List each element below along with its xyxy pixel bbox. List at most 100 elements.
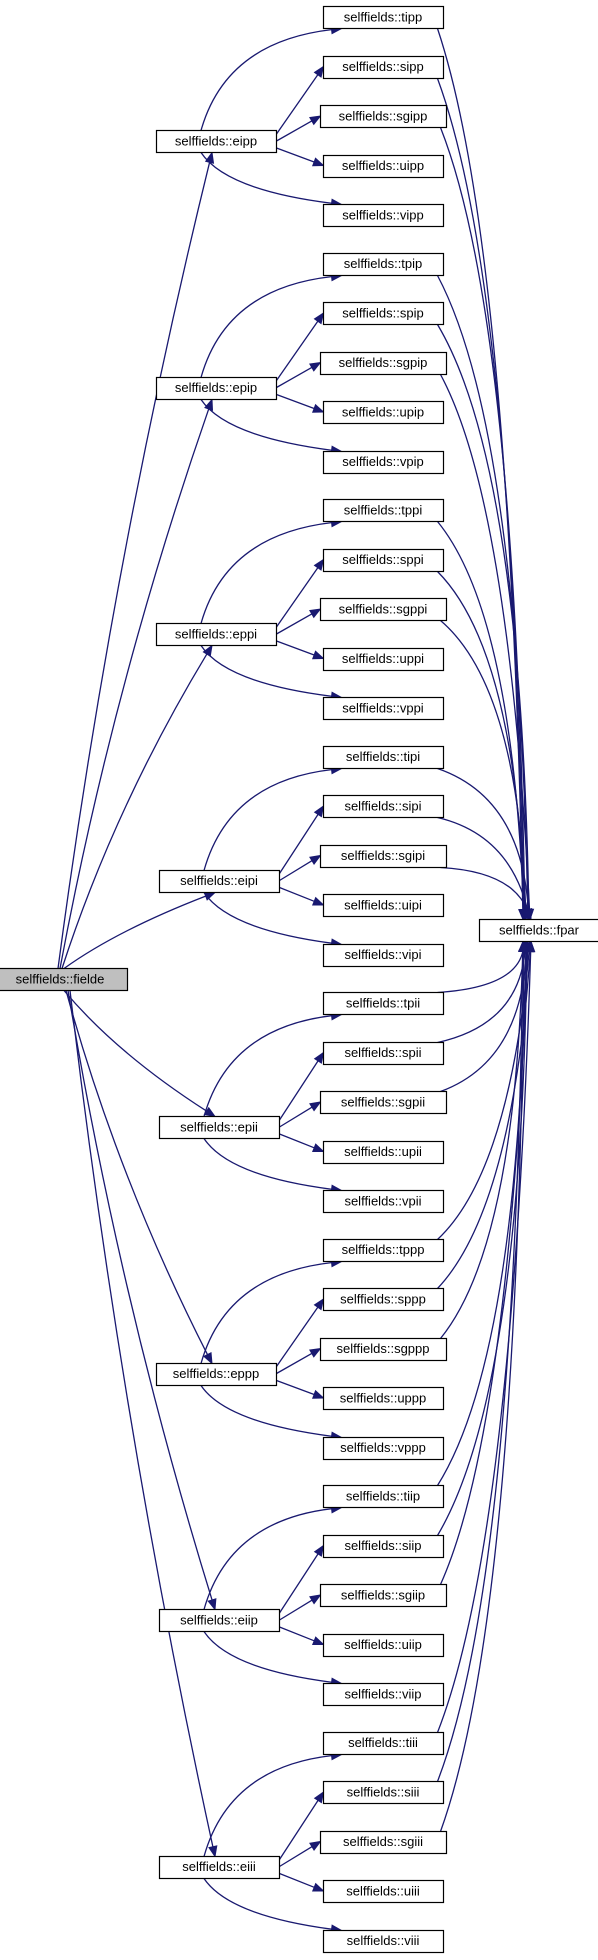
node-eiii-label: selffields::eiii [182,1859,256,1874]
edge-sppi-fpar [437,571,526,910]
node-tiip[interactable]: selffields::tiip [322,1484,445,1509]
node-viip[interactable]: selffields::viip [322,1682,445,1707]
node-epip[interactable]: selffields::epip [155,376,278,401]
node-sgppp[interactable]: selffields::sgppp [319,1337,448,1362]
node-vppi[interactable]: selffields::vppi [322,696,445,721]
edge-epii-tpii [203,1015,332,1117]
node-eiip[interactable]: selffields::eiip [158,1608,281,1633]
node-sgiip[interactable]: selffields::sgiip [319,1583,448,1608]
node-tiii-box [322,1731,445,1756]
node-uipi-box [322,893,445,918]
node-tipp-label: selffields::tipp [344,10,423,25]
edge-epii-spii-arrowhead [313,1051,325,1064]
edge-eiip-uiip-arrowhead [311,1636,325,1646]
node-vipi[interactable]: selffields::vipi [322,943,445,968]
edge-fielde-eppp [65,990,209,1355]
edge-eipp-tipp [200,29,332,131]
node-eppp-box [155,1362,278,1387]
node-tiii[interactable]: selffields::tiii [322,1731,445,1756]
node-tipi-label: selffields::tipi [346,749,420,764]
node-tpii[interactable]: selffields::tpii [322,991,445,1016]
node-vppp[interactable]: selffields::vppp [322,1436,445,1461]
node-uipp[interactable]: selffields::uipp [322,154,445,179]
node-epii[interactable]: selffields::epii [158,1115,281,1140]
node-fpar[interactable]: selffields::fpar [478,918,598,943]
edge-sgpip-fpar [439,374,531,910]
node-tppi-box [322,498,445,523]
node-sipi-box [322,794,445,819]
node-uiii[interactable]: selffields::uiii [322,1879,445,1904]
node-eiii[interactable]: selffields::eiii [158,1855,281,1880]
node-tpip[interactable]: selffields::tpip [322,252,445,277]
graph-nodes: selffields::fparselffields::fieldeselffi… [0,5,598,1954]
edge-sgiip-fpar [439,951,529,1585]
node-sgiip-label: selffields::sgiip [341,1588,425,1603]
node-uipi-label: selffields::uipi [344,898,422,913]
edge-eiii-sgiii-arrowhead [309,1840,322,1852]
node-uipi[interactable]: selffields::uipi [322,893,445,918]
edge-eiii-viii [203,1878,332,1930]
node-vpip[interactable]: selffields::vpip [322,450,445,475]
node-sipi[interactable]: selffields::sipi [322,794,445,819]
node-sgpip-label: selffields::sgpip [339,355,428,370]
node-sppi[interactable]: selffields::sppi [322,548,445,573]
node-spii[interactable]: selffields::spii [322,1041,445,1066]
node-viip-label: selffields::viip [344,1687,421,1702]
node-tipi[interactable]: selffields::tipi [322,745,445,770]
node-siii[interactable]: selffields::siii [322,1780,445,1805]
node-tppi-label: selffields::tppi [344,503,423,518]
edge-eipi-sgipi-arrowhead [309,854,322,866]
node-fielde[interactable]: selffields::fielde [0,967,129,992]
edge-eipp-sgipp-arrowhead [309,115,322,126]
node-sgipi[interactable]: selffields::sgipi [319,844,448,869]
edge-fielde-epii [63,990,207,1112]
node-vpii[interactable]: selffields::vpii [322,1189,445,1214]
node-eipp[interactable]: selffields::eipp [155,129,278,154]
node-eiii-box [158,1855,281,1880]
node-tiip-label: selffields::tiip [346,1489,420,1504]
edge-epip-spip [275,320,319,381]
edge-eppp-sgppp-arrowhead [309,1347,322,1358]
node-eipi[interactable]: selffields::eipi [158,869,281,894]
node-sppi-box [322,548,445,573]
node-sipp[interactable]: selffields::sipp [322,55,445,80]
node-sppp[interactable]: selffields::sppp [322,1287,445,1312]
node-uppi[interactable]: selffields::uppi [322,647,445,672]
node-sgpii-box [319,1090,448,1115]
node-sgpip[interactable]: selffields::sgpip [319,351,448,376]
node-eppp[interactable]: selffields::eppp [155,1362,278,1387]
node-tipi-box [322,745,445,770]
node-viii-label: selffields::viii [347,1933,420,1948]
node-upip[interactable]: selffields::upip [322,400,445,425]
node-sgiii[interactable]: selffields::sgiii [319,1830,448,1855]
node-tipp[interactable]: selffields::tipp [322,5,445,30]
edge-spip-fpar [436,324,530,910]
node-eppi[interactable]: selffields::eppi [155,622,278,647]
node-sgpii[interactable]: selffields::sgpii [319,1090,448,1115]
node-sgppi-box [319,597,448,622]
node-uiip[interactable]: selffields::uiip [322,1633,445,1658]
node-uiip-box [322,1633,445,1658]
edge-eiii-uiii-arrowhead [311,1882,325,1892]
node-spip-label: selffields::spip [342,306,423,321]
node-uipp-box [322,154,445,179]
node-viii[interactable]: selffields::viii [322,1929,445,1954]
node-vipp[interactable]: selffields::vipp [322,203,445,228]
node-uppi-box [322,647,445,672]
node-upii[interactable]: selffields::upii [322,1140,445,1165]
edge-eipp-sgipp [276,120,313,142]
edge-tipi-fpar [437,767,529,910]
node-tppp[interactable]: selffields::tppp [322,1238,445,1263]
edge-fielde-epii-arrowhead [203,1106,217,1118]
node-sgppi[interactable]: selffields::sgppi [319,597,448,622]
node-tppi[interactable]: selffields::tppi [322,498,445,523]
node-spip-box [322,301,445,326]
node-siip[interactable]: selffields::siip [322,1534,445,1559]
node-sgipp[interactable]: selffields::sgipp [319,104,448,129]
node-epii-box [158,1115,281,1140]
node-eipp-label: selffields::eipp [175,134,257,149]
node-uppp[interactable]: selffields::uppp [322,1386,445,1411]
node-spip[interactable]: selffields::spip [322,301,445,326]
edge-eiip-siip [278,1553,319,1614]
edge-fielde-eppp-arrowhead [203,1351,213,1365]
